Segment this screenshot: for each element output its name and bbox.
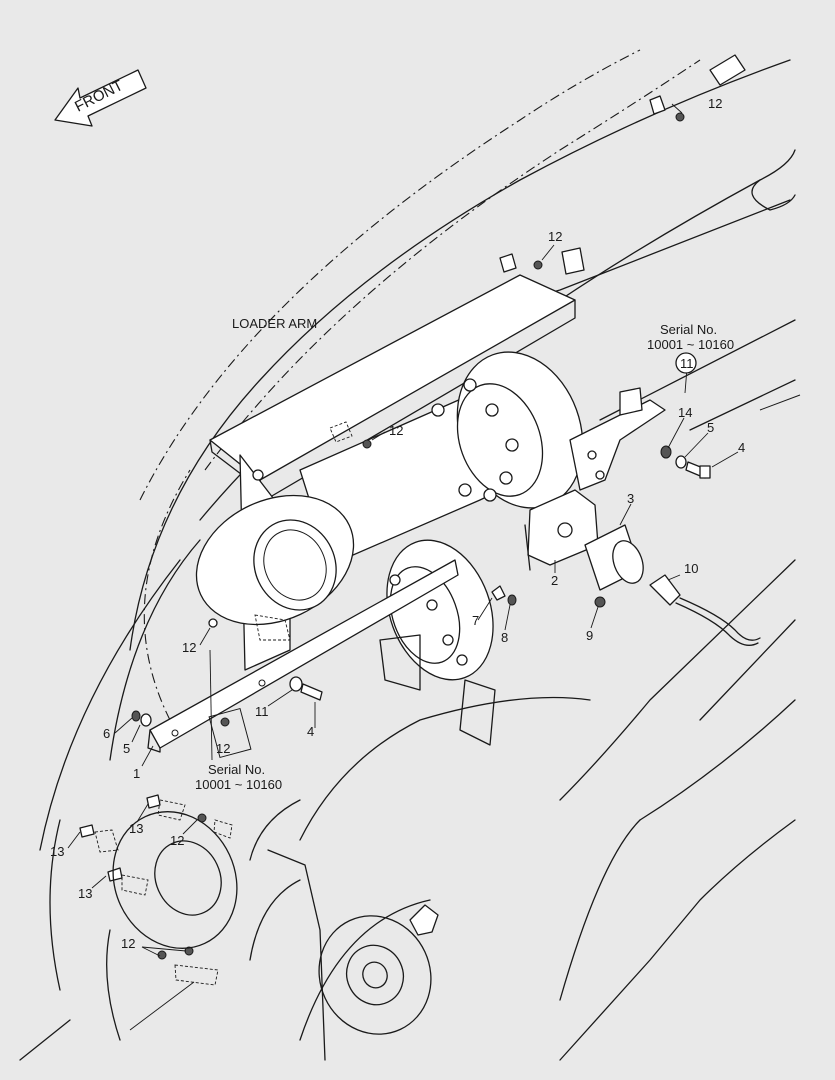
callout-8: 8: [501, 630, 508, 645]
callout-5-lower: 5: [123, 741, 130, 756]
callout-12-boss: 12: [182, 640, 196, 655]
loader-arm-outline: [19, 49, 801, 1061]
bolt-part-4-upper: [685, 461, 711, 479]
callout-14: 14: [678, 405, 692, 420]
clamp-part-12-top: [649, 54, 746, 122]
callout-numbers: 12 12 12 14 5 4 3 2 10 9 8 7 12 11 4 6 5…: [50, 96, 745, 951]
serial-note-top-line2: 10001 ~ 10160: [647, 337, 734, 352]
clamp-part-12-lower: [157, 813, 233, 986]
callout-leader-lines: [67, 103, 739, 1031]
washer-part-6: [131, 710, 141, 722]
washer-part-14: [660, 445, 672, 459]
clamp-part-13: [79, 794, 186, 896]
clamp-part-12-mid: [499, 247, 585, 275]
lift-cylinder: [299, 351, 584, 566]
callout-12-lower-b: 12: [121, 936, 135, 951]
serial-note-bottom-line1: Serial No.: [208, 762, 265, 777]
loader-arm-label: LOADER ARM: [232, 316, 317, 331]
callout-5-upper: 5: [707, 420, 714, 435]
callout-13-c: 13: [78, 886, 92, 901]
clamp-part-12-boss: [208, 614, 291, 641]
clamp-part-12-upper-arm: [329, 421, 372, 449]
serial-note-top-line1: Serial No.: [660, 322, 717, 337]
callout-13-b: 13: [50, 844, 64, 859]
pin-boss: [195, 454, 355, 671]
callout-6: 6: [103, 726, 110, 741]
callout-13-a: 13: [129, 821, 143, 836]
callout-10: 10: [684, 561, 698, 576]
lower-frame-structure: [106, 634, 591, 1061]
callout-12-lower-a: 12: [170, 833, 184, 848]
front-arrow-icon: FRONT: [54, 69, 147, 127]
connector-part-10: [649, 574, 761, 646]
serial-note-top: Serial No. 10001 ~ 10160: [647, 322, 734, 352]
plate-part-1: [147, 559, 459, 753]
serial-note-bottom: Serial No. 10001 ~ 10160: [195, 762, 282, 792]
callout-circle-icon: [675, 352, 697, 374]
callout-12-serial-box: 12: [216, 741, 230, 756]
serial-note-bottom-line2: 10001 ~ 10160: [195, 777, 282, 792]
callout-4-upper: 4: [738, 440, 745, 455]
bolt-part-4-lower: [300, 683, 323, 701]
washer-part-5-upper: [675, 455, 687, 469]
washer-part-11: [289, 676, 303, 692]
callout-3: 3: [627, 491, 634, 506]
washer-part-5-lower: [140, 713, 152, 727]
callout-7: 7: [472, 613, 479, 628]
bolt-part-7: [491, 585, 506, 601]
callout-11-circled: 11: [675, 352, 697, 374]
proximity-sensor-part-3: [584, 524, 644, 591]
callout-9: 9: [586, 628, 593, 643]
clamp-part-12-serial-box: [208, 707, 252, 759]
callout-11-lower: 11: [255, 704, 269, 719]
callout-12-mid: 12: [548, 229, 562, 244]
sensor-bracket-part-2: [524, 489, 599, 571]
callout-1: 1: [133, 766, 140, 781]
nut-part-9: [594, 596, 606, 608]
sensor-bracket-upper: [569, 387, 666, 491]
callout-12-upper-arm: 12: [389, 423, 403, 438]
washer-part-8: [507, 594, 517, 606]
callout-11-top: 11: [680, 356, 694, 371]
callout-12-top: 12: [708, 96, 722, 111]
callout-4-lower: 4: [307, 724, 314, 739]
callout-2: 2: [551, 573, 558, 588]
